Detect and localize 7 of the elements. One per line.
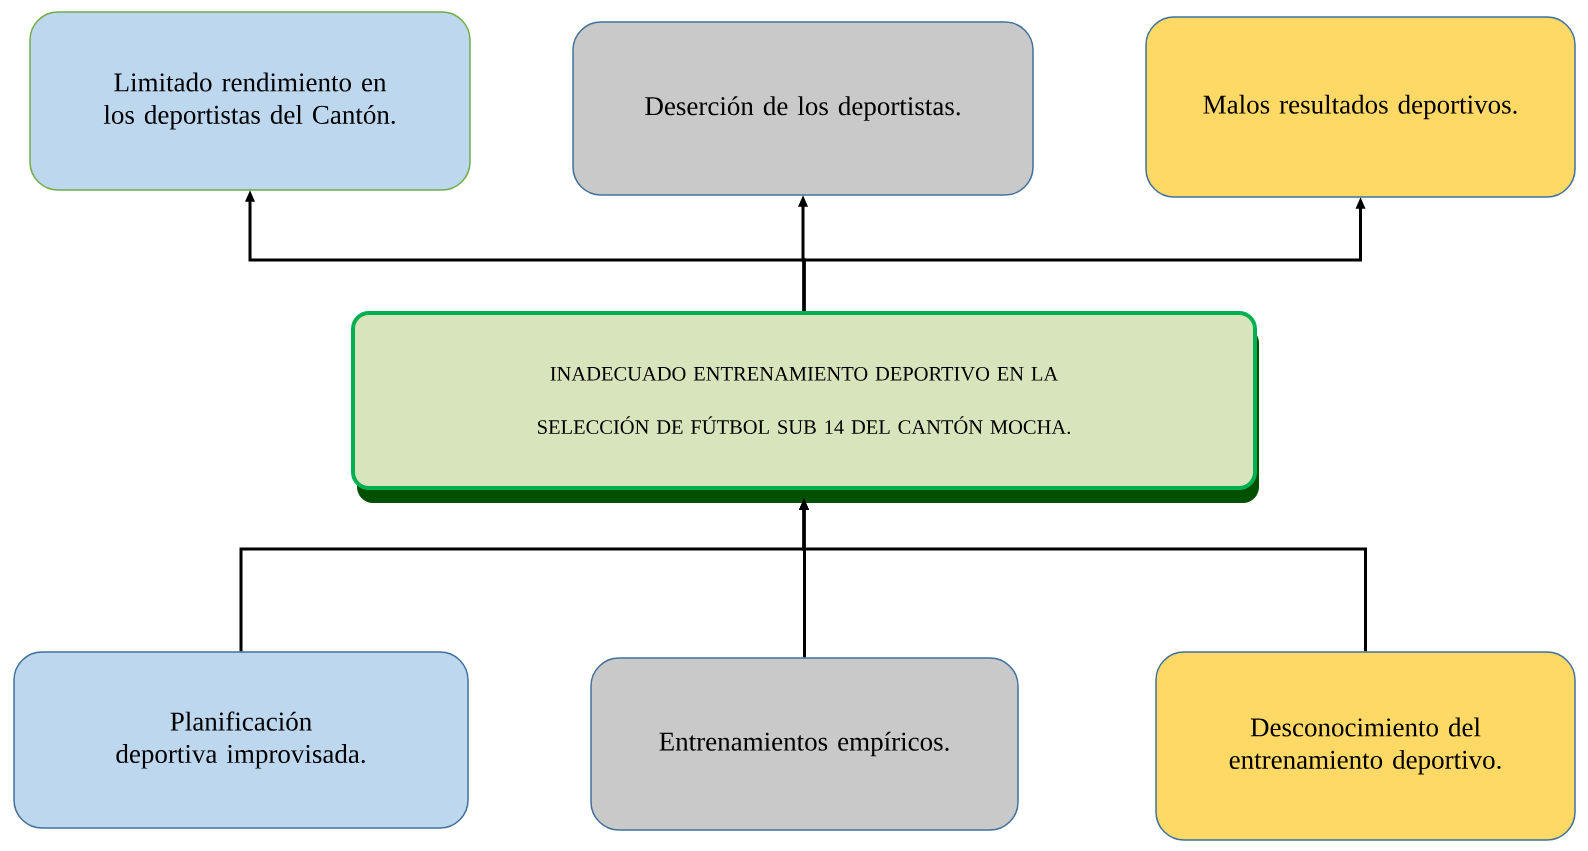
effect-box: Malos resultados deportivos. [1145,16,1576,198]
effect-box: Limitado rendimiento en los deportistas del Cantón. [29,11,471,191]
problem-box: INADECUADO ENTRENAMIENTO DEPORTIVO EN LA SELECCIÓN DE FÚTBOL SUB 14 DEL CANTÓN MOCHA. [351,311,1259,503]
cause-box: Entrenamientos empíricos. [590,657,1019,831]
effect-box: Deserción de los deportistas. [572,21,1034,196]
cause-box: Desconocimiento del entrenamiento deportivo. [1155,651,1576,841]
cause-box: Planificación deportiva improvisada. [13,651,469,829]
